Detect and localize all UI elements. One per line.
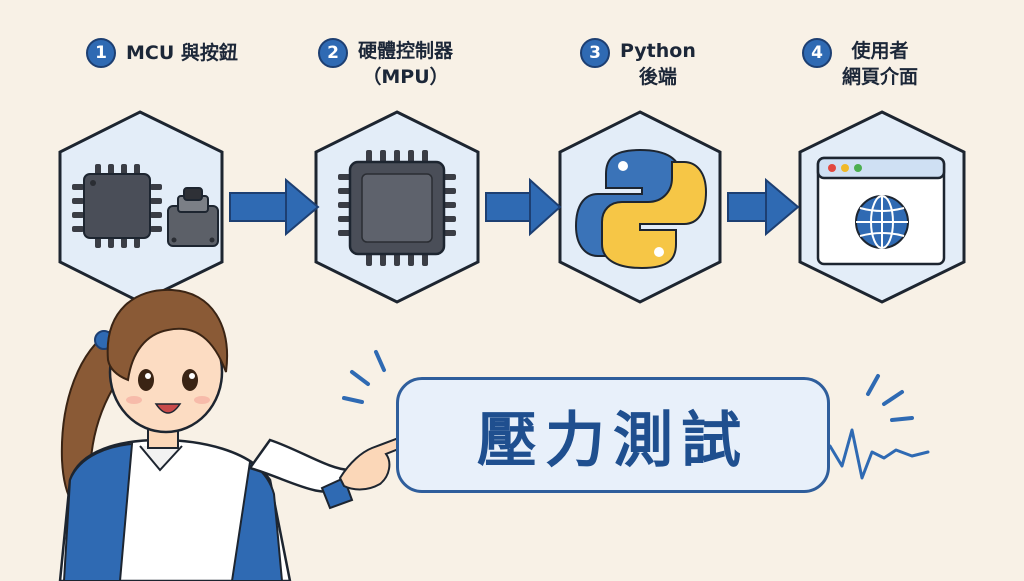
stress-test-banner: 壓力測試 [396,377,830,493]
step-3-label: Python 後端 [620,40,696,88]
arrow-2-to-3 [485,177,562,237]
arrow-1-to-2 [229,177,320,237]
presenter-character-illustration [58,288,412,581]
mcu-chip-button-icon [72,164,219,248]
step-4-label-group: 4 使用者 網頁介面 [802,38,918,90]
step-3-label-group: 3 Python 後端 [580,38,696,90]
step-1-label-group: 1 MCU 與按鈕 [86,38,238,68]
stress-test-banner-text: 壓力測試 [477,405,749,476]
mpu-chip-icon [338,150,456,266]
step-1-number-badge: 1 [86,38,116,68]
step-3-number-badge: 3 [580,38,610,68]
step-2-label-group: 2 硬體控制器 （MPU） [318,38,453,90]
browser-globe-icon [816,156,946,266]
python-logo-icon [574,148,708,270]
emphasis-strokes-right [866,374,914,422]
step-1-label: MCU 與按鈕 [126,42,238,64]
emphasis-strokes-left [342,350,386,404]
step-4-label: 使用者 網頁介面 [842,40,919,88]
arrow-3-to-4 [727,177,800,237]
step-2-label: 硬體控制器 （MPU） [358,40,454,88]
step-2-number-badge: 2 [318,38,348,68]
step-4-number-badge: 4 [802,38,832,68]
